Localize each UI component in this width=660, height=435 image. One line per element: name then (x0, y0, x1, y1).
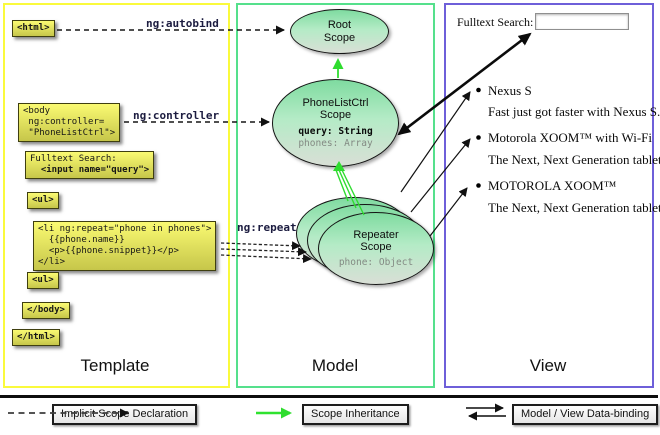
phonelistctrl-scope-label: PhoneListCtrl Scope (302, 96, 369, 122)
view-item-desc: The Next, Next Generation tablet. (488, 200, 660, 215)
code-html-open: <html> (12, 20, 55, 37)
code-fulltext-input: <input name="query"> (30, 165, 150, 175)
legend-implicit-scope-declaration: Implicit Scope Declaration (52, 404, 198, 425)
label-ng-repeat: ng:repeat (237, 221, 297, 234)
search-input[interactable] (535, 13, 629, 30)
legend-double-arrow-icon (466, 403, 506, 421)
code-body-open: <body ng:controller= "PhoneListCtrl"> (18, 103, 121, 142)
view-item-name: Nexus S (488, 83, 532, 98)
view-item-desc: Fast just got faster with Nexus S. (488, 104, 660, 119)
code-html-close: </html> (12, 329, 60, 346)
legend-scope-inheritance: Scope Inheritance (302, 404, 409, 425)
code-fulltext: Fulltext Search: <input name="query"> (25, 151, 155, 179)
view-item-name: MOTOROLA XOOM™ (488, 178, 617, 193)
code-body-close: </body> (22, 302, 70, 319)
repeater-scope-label: Repeater Scope (353, 228, 399, 254)
phonelistctrl-scope-ellipse: PhoneListCtrl Scope query: String phones… (272, 79, 399, 167)
view-panel-title: View (529, 356, 567, 375)
template-panel-title: Template (80, 356, 150, 375)
root-scope-label: Root Scope (323, 19, 356, 44)
label-ng-controller: ng:controller (133, 109, 220, 122)
model-panel-title: Model (311, 356, 359, 375)
view-item-desc: The Next, Next Generation tablet. (488, 152, 660, 167)
legend-model-view-data-binding: Model / View Data-binding (512, 404, 659, 425)
repeater-phone-prop: phone: Object (338, 256, 414, 268)
root-scope-ellipse: Root Scope (290, 9, 389, 54)
code-fulltext-label: Fulltext Search: (30, 154, 117, 164)
label-ng-autobind: ng:autobind (146, 17, 219, 30)
phonelistctrl-phones-prop: phones: Array (298, 137, 373, 149)
legend-separator (0, 395, 658, 398)
code-li-repeat: <li ng:repeat="phone in phones"> {{phone… (33, 221, 217, 271)
repeater-scope-front-ellipse: Repeater Scope phone: Object (318, 212, 434, 285)
code-ul-open: <ul> (27, 192, 59, 209)
view-item-name: Motorola XOOM™ with Wi-Fi (488, 130, 653, 145)
view-search-label: Fulltext Search: (457, 15, 534, 29)
view-panel (444, 3, 654, 388)
code-ul-close: <ul> (27, 272, 59, 289)
model-panel (236, 3, 435, 388)
phonelistctrl-query-prop: query: String (298, 125, 373, 137)
